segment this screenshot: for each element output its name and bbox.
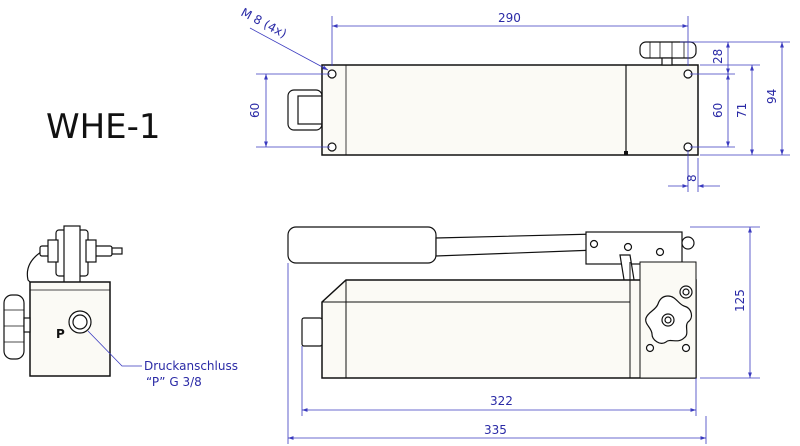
end-side-knob	[3, 294, 25, 360]
dim-8-label: 8	[685, 174, 699, 182]
dim-290-label: 290	[498, 11, 521, 25]
dim-322-label: 322	[490, 394, 513, 408]
dim-60-left-label: 60	[248, 103, 262, 118]
side-pivot	[681, 236, 695, 250]
top-main-body	[321, 64, 699, 156]
side-lever-arm	[435, 233, 597, 257]
dim-71-label: 71	[735, 103, 749, 118]
end-handle-nut-right	[85, 239, 97, 263]
end-handle-nut	[47, 239, 59, 263]
top-body-small-mark	[624, 151, 628, 155]
end-port-letter: P	[56, 327, 65, 341]
dim-28-label: 28	[711, 49, 725, 64]
side-lever-grip	[287, 226, 437, 264]
end-handle-tip	[111, 247, 123, 255]
side-view-dimensions: 125 322 335	[287, 226, 760, 444]
dim-125-label: 125	[733, 289, 747, 312]
top-view	[287, 41, 699, 156]
port-label-line1: Druckanschluss	[144, 359, 238, 373]
dim-335-label: 335	[484, 423, 507, 437]
drawing-title: WHE-1	[46, 107, 161, 147]
top-knob-stem	[661, 57, 673, 66]
dim-60-right-label: 60	[711, 103, 725, 118]
end-main-body	[29, 281, 111, 377]
side-view	[287, 226, 697, 379]
side-lever-bracket	[585, 231, 683, 265]
dim-94-label: 94	[765, 89, 779, 104]
top-connector-inner	[297, 95, 323, 125]
side-connector	[301, 317, 323, 347]
port-label-line2: “P” G 3/8	[146, 375, 202, 389]
end-side-knob-stem	[23, 317, 31, 333]
end-port-inner	[72, 314, 88, 330]
end-view: P Druckanschluss “P” G 3/8	[3, 225, 238, 389]
